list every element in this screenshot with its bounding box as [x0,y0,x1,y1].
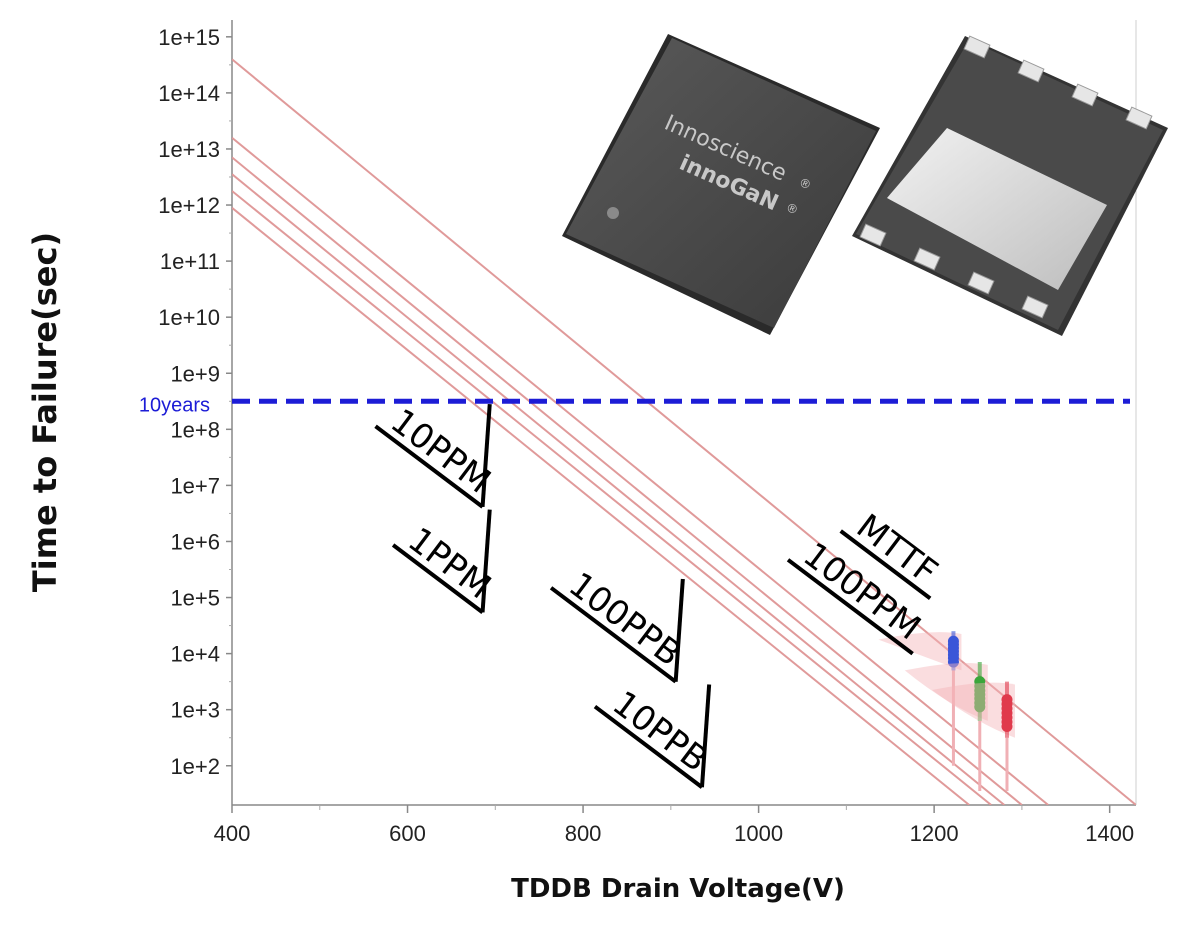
annotation-label: 10PPM [383,401,498,501]
annotation-bracket [480,403,492,508]
x-tick-label: 600 [389,821,426,846]
y-axis-ticks: 1e+2 1e+3 1e+4 1e+5 1e+6 1e+7 1e+8 1e+9 1e+10 1e+… [158,25,232,779]
y-tick-label: 1e+10 [158,305,220,330]
x-tick-label: 1200 [910,821,959,846]
y-tick-label: 1e+14 [158,81,220,106]
y-tick-label: 1e+13 [158,137,220,162]
annotation-underline [374,424,484,509]
data-point [974,676,986,688]
ten-years-reference: 10years [139,394,1130,416]
annotation-bracket [480,509,492,613]
y-tick-label: 1e+4 [170,642,220,667]
annotation-underline [593,704,704,789]
y-tick-label: 1e+5 [170,586,220,611]
product-package-bottom-image [852,35,1168,336]
svg-text:®: ® [797,175,814,193]
y-tick-label: 1e+8 [170,417,220,442]
annotation-underline [549,586,677,684]
y-tick-label: 1e+11 [160,249,220,274]
annotation-label: 100PPB [561,565,688,675]
y-tick-label: 1e+12 [158,193,220,218]
x-tick-label: 400 [214,821,251,846]
annotation-label: 10PPB [605,683,715,780]
failure-line-series-3 [232,156,1023,805]
y-tick-label: 1e+15 [158,25,220,50]
svg-text:®: ® [784,200,801,218]
annotation-underline [786,558,914,656]
annotation-1ppm: 1PPM [391,509,498,614]
x-tick-label: 1000 [734,821,783,846]
y-tick-label: 1e+2 [170,754,220,779]
measured-points [878,631,1015,791]
y-tick-label: 1e+6 [170,529,220,554]
failure-line-series-5 [232,190,992,805]
point-density-shade [931,682,1015,738]
data-point [947,635,959,647]
ten-years-label: 10years [139,394,210,416]
failure-line-series-6 [232,207,970,805]
data-point [1001,694,1013,706]
x-tick-label: 800 [565,821,602,846]
failure-lines [232,58,1136,805]
failure-line-100ppm [232,136,1049,805]
annotation-100ppb: 100PPB [549,565,688,684]
x-tick-label: 1400 [1085,821,1134,846]
annotation-bracket [699,684,712,788]
annotation-underline [391,543,484,614]
point-density-shade [904,662,988,721]
y-tick-label: 1e+9 [170,361,220,386]
y-tick-label: 1e+3 [170,698,220,723]
failure-line-series-4 [232,173,1005,805]
x-axis-title: TDDB Drain Voltage(V) [511,874,845,904]
product-package-top-image: Innoscience ® innoGaN ® [562,34,880,335]
annotation-bracket [673,578,685,682]
x-axis-ticks: 400 600 800 1000 1200 1400 [214,805,1134,846]
y-axis-title: Time to Failure(sec) [26,232,64,592]
failure-line-mttf [232,58,1136,805]
annotation-underline [839,529,932,600]
y-tick-label: 1e+7 [170,473,220,498]
